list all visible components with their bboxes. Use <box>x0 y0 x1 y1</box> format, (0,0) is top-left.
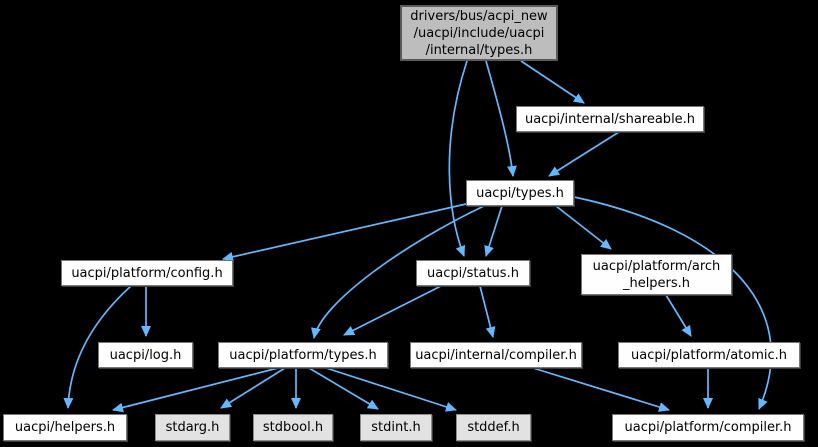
edge-types-to-platform-compiler <box>573 196 772 410</box>
node-platform-types-label: uacpi/platform/types.h <box>229 347 377 363</box>
node-platform-config-label: uacpi/platform/config.h <box>71 265 223 281</box>
node-arch-helpers[interactable]: uacpi/platform/arch_helpers.h <box>581 254 732 295</box>
node-root-label-line-2: /uacpi/include/uacpi <box>413 25 545 41</box>
node-platform-config[interactable]: uacpi/platform/config.h <box>61 260 233 286</box>
node-internal-compiler-label: uacpi/internal/compiler.h <box>415 347 577 363</box>
node-internal-compiler[interactable]: uacpi/internal/compiler.h <box>410 342 582 368</box>
node-platform-compiler[interactable]: uacpi/platform/compiler.h <box>612 414 804 441</box>
edge-types-to-status <box>484 205 503 257</box>
edge-types-to-platform-types <box>311 205 485 339</box>
edge-root-to-shareable <box>520 60 585 104</box>
node-stdbool-label: stdbool.h <box>262 420 324 435</box>
node-platform-atomic-label: uacpi/platform/atomic.h <box>630 347 788 363</box>
edge-shareable-to-types <box>548 131 620 177</box>
edge-root-to-types <box>485 60 517 177</box>
node-platform-types[interactable]: uacpi/platform/types.h <box>218 342 388 368</box>
edge-platform-types-to-stddef <box>325 367 457 412</box>
node-stdint-label: stdint.h <box>371 420 421 435</box>
edge-platform-types-to-helpers <box>112 367 279 413</box>
edge-arch-helpers-to-platform-atomic <box>665 294 692 337</box>
node-shareable-label: uacpi/internal/shareable.h <box>524 111 696 127</box>
edge-root-to-status <box>448 60 468 257</box>
node-platform-compiler-label: uacpi/platform/compiler.h <box>624 420 792 435</box>
node-root[interactable]: drivers/bus/acpi_new/uacpi/include/uacpi… <box>400 5 558 61</box>
node-arch-helpers-label-line-2: _helpers.h <box>622 275 691 291</box>
node-status[interactable]: uacpi/status.h <box>416 260 530 286</box>
node-stddef[interactable]: stddef.h <box>456 414 531 441</box>
node-root-label-line-1: drivers/bus/acpi_new <box>410 8 548 24</box>
node-types[interactable]: uacpi/types.h <box>466 180 574 206</box>
node-types-label: uacpi/types.h <box>476 185 564 201</box>
node-root-label-line-3: /internal/types.h <box>425 42 533 58</box>
node-shareable[interactable]: uacpi/internal/shareable.h <box>516 106 704 132</box>
node-arch-helpers-label-line-1: uacpi/platform/arch <box>592 258 721 274</box>
node-helpers-label: uacpi/helpers.h <box>14 420 116 435</box>
edge-internal-compiler-to-platform-compiler <box>532 367 670 412</box>
node-stdint[interactable]: stdint.h <box>360 414 432 441</box>
node-stdarg[interactable]: stdarg.h <box>155 414 230 441</box>
edge-platform-types-to-stdarg <box>220 367 286 409</box>
node-log-label: uacpi/log.h <box>109 347 182 363</box>
node-stdbool[interactable]: stdbool.h <box>253 414 333 441</box>
edge-status-to-internal-compiler <box>479 285 496 338</box>
node-log[interactable]: uacpi/log.h <box>98 342 193 368</box>
node-stdarg-label: stdarg.h <box>165 420 220 435</box>
edge-types-to-arch-helpers <box>555 205 612 250</box>
node-helpers[interactable]: uacpi/helpers.h <box>3 414 127 441</box>
edge-status-to-platform-types <box>343 285 442 336</box>
edge-platform-config-to-helpers <box>63 285 132 409</box>
node-platform-atomic[interactable]: uacpi/platform/atomic.h <box>618 342 800 368</box>
edge-types-to-platform-config <box>222 203 467 262</box>
node-status-label: uacpi/status.h <box>427 265 519 281</box>
edge-platform-types-to-stdint <box>308 367 379 410</box>
node-stddef-label: stddef.h <box>467 420 520 435</box>
